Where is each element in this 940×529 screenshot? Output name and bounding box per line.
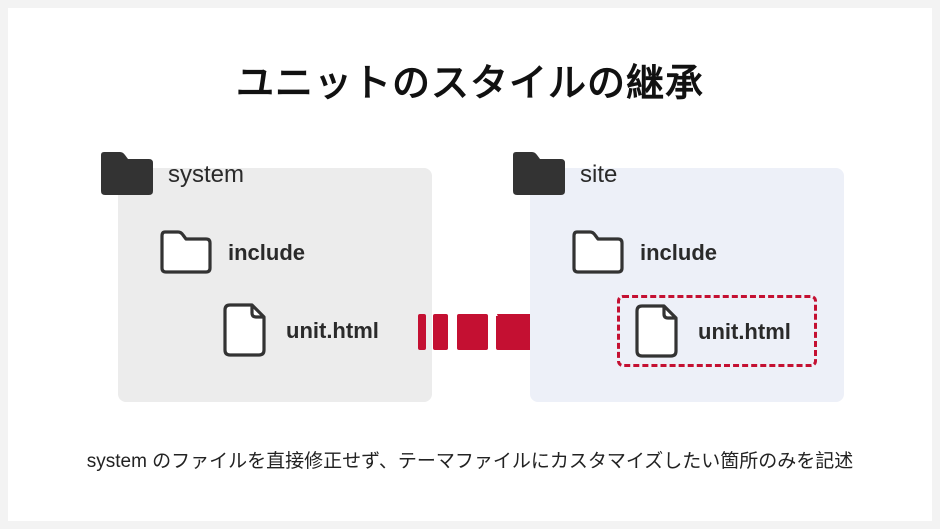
filled-folder-icon [512, 150, 566, 196]
highlight-dashed-box [617, 295, 817, 367]
filled-folder-icon [100, 150, 154, 196]
system-include-label: include [228, 240, 306, 265]
site-include-label: include [640, 240, 718, 265]
system-panel [118, 168, 432, 402]
file-icon [634, 303, 680, 359]
system-folder-label: system [168, 161, 245, 188]
folder-outline-icon [159, 229, 213, 275]
page-title: ユニットのスタイルの継承 [235, 63, 704, 105]
caption: system のファイルを直接修正せず、テーマファイルにカスタマイズしたい箇所の… [86, 451, 854, 472]
system-unit-file-label: unit.html [286, 318, 379, 343]
folder-outline-icon [571, 229, 625, 275]
site-unit-file-label: unit.html [698, 319, 791, 344]
site-panel [530, 168, 844, 402]
site-folder-label: site [580, 161, 618, 188]
file-icon [222, 302, 268, 358]
